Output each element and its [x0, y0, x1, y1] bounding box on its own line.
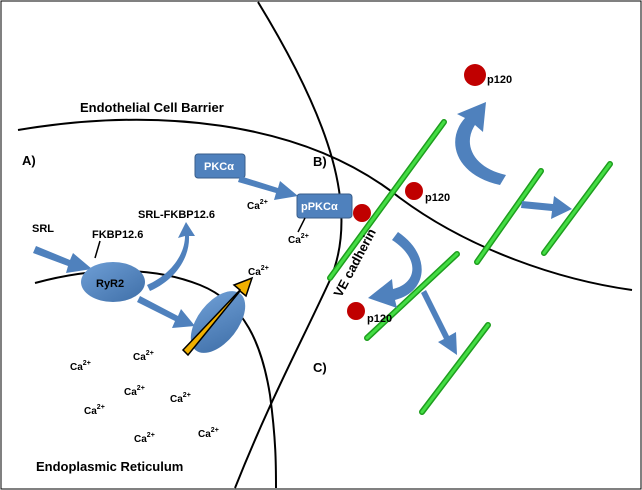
srl-fkbp-label: SRL-FKBP12.6	[138, 209, 215, 221]
ve-cadherin-bar	[365, 252, 459, 340]
p120-label-top: p120	[487, 74, 512, 86]
ppkc-box	[296, 193, 353, 219]
arrow-srl-to-ryr2	[33, 246, 92, 273]
p120-label-bottom: p120	[367, 313, 392, 325]
arrow-srl-fkbp-release	[147, 222, 195, 291]
ve-cadherin-bar	[475, 169, 543, 264]
pkc-label: PKCα	[204, 161, 234, 173]
ca-near-pkc: Ca2+	[247, 199, 268, 212]
ca-ion: Ca2+	[84, 404, 105, 417]
ryr2-label: RyR2	[96, 278, 124, 290]
ve-cadherin-bars	[327, 119, 613, 415]
ca-ion: Ca2+	[170, 392, 191, 405]
fkbp-tether	[94, 240, 101, 259]
ryr2-channel	[81, 262, 145, 302]
panel-label-b: B)	[313, 154, 327, 169]
cell-membrane-left	[17, 118, 633, 291]
arrow-p120-release-down	[368, 232, 422, 308]
panel-label-c: C)	[313, 360, 327, 375]
ppkc-label: pPKCα	[301, 201, 338, 213]
er-calcium-channel	[190, 291, 246, 353]
arrow-p120-release-up	[455, 102, 506, 185]
ca-ion: Ca2+	[70, 360, 91, 373]
er-calcium-ions: Ca2+ Ca2+ Ca2+ Ca2+ Ca2+ Ca2+ Ca2+	[70, 350, 219, 445]
ca-ion: Ca2+	[134, 432, 155, 445]
ca-ion: Ca2+	[124, 385, 145, 398]
pkc-box	[194, 153, 246, 179]
srl-label: SRL	[32, 223, 54, 235]
arrow-right-internalization	[521, 196, 572, 219]
ca-below-ppkc: Ca2+	[288, 233, 309, 246]
ca-ion: Ca2+	[198, 427, 219, 440]
yellow-calcium-efflux-arrow	[181, 276, 254, 357]
p120-dot-bottom	[347, 302, 365, 320]
ca-ion: Ca2+	[133, 350, 154, 363]
ve-cadherin-bar	[328, 120, 446, 280]
p120-dot-junction	[405, 182, 423, 200]
p120-label-junction: p120	[425, 192, 450, 204]
p120-dot-top	[464, 64, 486, 86]
panel-label-a: A)	[22, 153, 36, 168]
arrow-ryr2-to-channel	[137, 296, 195, 328]
title-cell-barrier: Endothelial Cell Barrier	[80, 100, 224, 115]
arrow-down-internalization	[421, 290, 457, 355]
fkbp-label: FKBP12.6	[92, 229, 143, 241]
ve-cadherin-bar	[542, 162, 612, 255]
title-er: Endoplasmic Reticulum	[36, 459, 183, 474]
arrow-pkc-to-ppkc	[238, 176, 298, 200]
p120-dot-on-ppkc	[353, 204, 371, 222]
ca-efflux-label: Ca2+	[248, 265, 269, 278]
ppkc-tether	[297, 217, 306, 233]
ve-cadherin-bar	[420, 323, 490, 414]
